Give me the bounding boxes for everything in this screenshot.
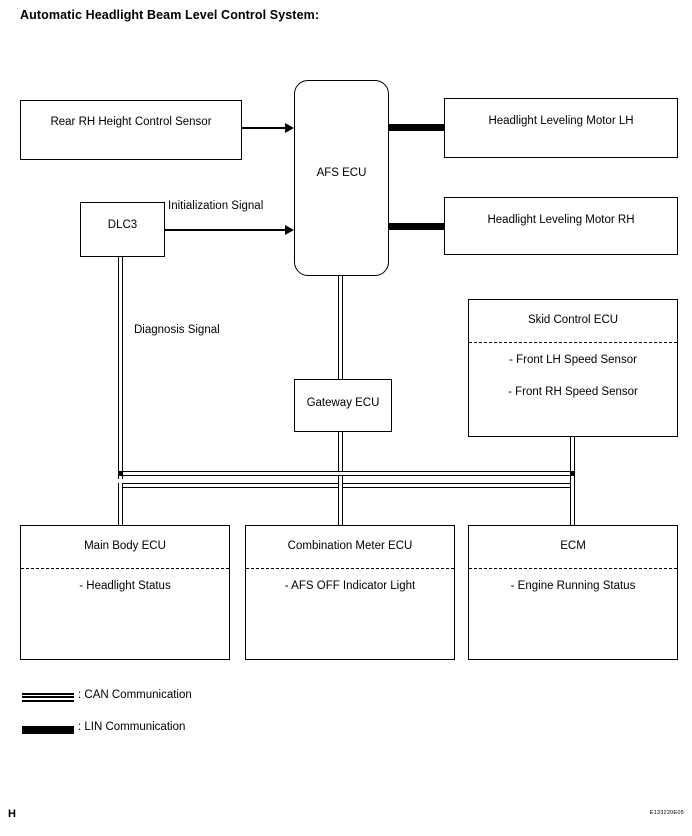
box-combination-meter-ecu-divider [246, 568, 454, 569]
box-main-body-ecu-item-0: - Headlight Status [79, 580, 171, 592]
box-ecm[interactable]: ECM - Engine Running Status [468, 525, 678, 660]
arrow-head-initialization [285, 225, 294, 235]
page-title: Automatic Headlight Beam Level Control S… [20, 8, 320, 22]
lin-line-swatch-icon [22, 726, 74, 734]
box-dlc3[interactable]: DLC3 [80, 202, 165, 257]
signal-line-rear-sensor [242, 127, 287, 129]
box-afs-ecu-label: AFS ECU [316, 167, 367, 179]
can-node-left-upper [118, 471, 123, 476]
arrow-head-rear-sensor [285, 123, 294, 133]
box-skid-control-ecu-label: Skid Control ECU [527, 314, 619, 326]
box-skid-control-ecu-item-0: - Front LH Speed Sensor [509, 354, 637, 366]
can-line-swatch-icon [22, 693, 74, 702]
box-main-body-ecu-label: Main Body ECU [84, 540, 166, 552]
can-line-gateway-to-bus [338, 430, 343, 528]
box-rear-rh-height-control-sensor[interactable]: Rear RH Height Control Sensor [20, 100, 242, 160]
corner-mark: H [8, 808, 16, 820]
reference-code: E133220E05 [649, 810, 684, 816]
signal-line-initialization [165, 229, 287, 231]
box-main-body-ecu-divider [21, 568, 229, 569]
legend-can-label: : CAN Communication [78, 689, 192, 701]
box-dlc3-label: DLC3 [107, 219, 138, 231]
box-combination-meter-ecu[interactable]: Combination Meter ECU - AFS OFF Indicato… [245, 525, 455, 660]
can-line-to-combination-meter-ecu [338, 483, 343, 526]
box-ecm-divider [469, 568, 677, 569]
box-afs-ecu[interactable]: AFS ECU [294, 80, 389, 276]
label-diagnosis-signal: Diagnosis Signal [134, 324, 220, 336]
box-skid-control-ecu-item-1: - Front RH Speed Sensor [508, 386, 638, 398]
legend-can-row: : CAN Communication [22, 689, 262, 705]
legend-lin-label: : LIN Communication [78, 721, 186, 733]
box-combination-meter-ecu-item-0: - AFS OFF Indicator Light [284, 580, 416, 592]
label-initialization-signal: Initialization Signal [168, 200, 264, 212]
can-line-to-ecm [570, 483, 575, 526]
box-headlight-leveling-motor-rh[interactable]: Headlight Leveling Motor RH [444, 197, 678, 255]
can-bus-upper-rail [118, 471, 575, 476]
lin-line-motor-rh [386, 223, 445, 230]
box-main-body-ecu[interactable]: Main Body ECU - Headlight Status [20, 525, 230, 660]
box-gateway-ecu-label: Gateway ECU [306, 397, 380, 409]
box-ecm-label: ECM [560, 540, 586, 552]
box-skid-control-ecu-divider [469, 342, 677, 343]
box-rear-rh-height-control-sensor-label: Rear RH Height Control Sensor [50, 116, 212, 128]
can-line-skid-to-bus [570, 435, 575, 485]
box-skid-control-ecu[interactable]: Skid Control ECU - Front LH Speed Sensor… [468, 299, 678, 437]
box-ecm-item-0: - Engine Running Status [510, 580, 636, 592]
box-combination-meter-ecu-label: Combination Meter ECU [287, 540, 413, 552]
can-bus-lower-rail [118, 483, 575, 488]
can-line-dlc3-vertical [118, 257, 123, 479]
box-headlight-leveling-motor-lh[interactable]: Headlight Leveling Motor LH [444, 98, 678, 158]
box-headlight-leveling-motor-rh-label: Headlight Leveling Motor RH [487, 214, 635, 226]
box-gateway-ecu[interactable]: Gateway ECU [294, 379, 392, 432]
lin-line-motor-lh [386, 124, 445, 131]
can-line-afs-to-gateway [338, 275, 343, 381]
can-node-right-upper [570, 471, 575, 476]
legend-lin-row: : LIN Communication [22, 721, 262, 737]
box-headlight-leveling-motor-lh-label: Headlight Leveling Motor LH [488, 115, 634, 127]
can-line-to-main-body-ecu [118, 483, 123, 526]
